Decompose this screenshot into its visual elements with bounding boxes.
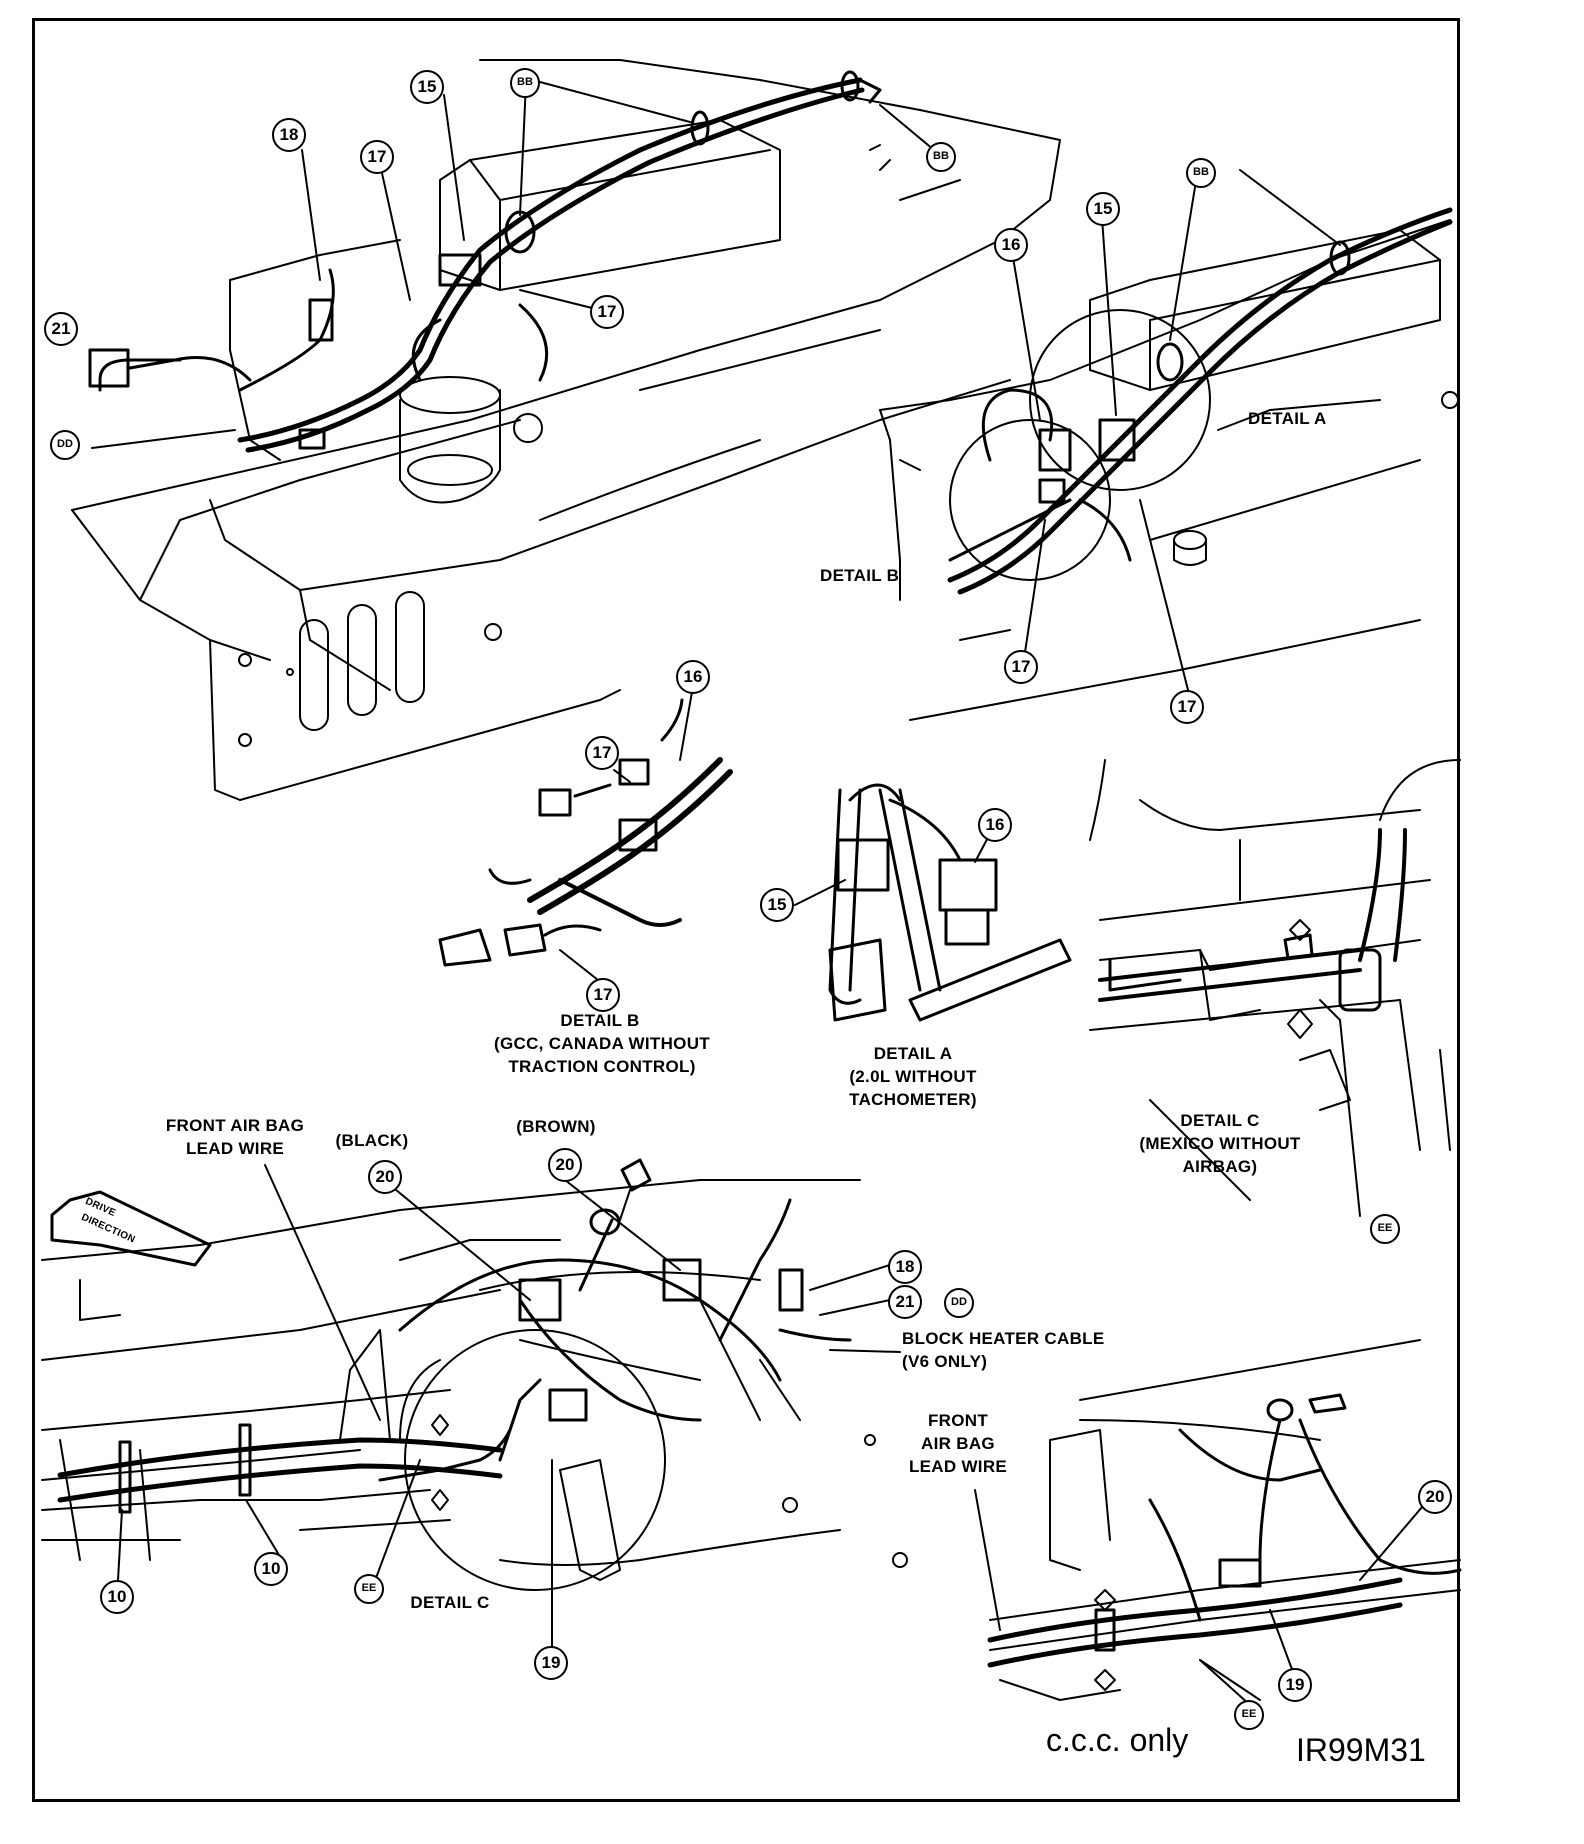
detail-c-drawing	[1089, 759, 1461, 1217]
callout-15: 15	[760, 888, 794, 922]
detail-b-indicator-label: DETAIL B	[820, 566, 900, 585]
callout-bb: BB	[1186, 158, 1216, 188]
callout-dd: DD	[944, 1288, 974, 1318]
callout-19: 19	[534, 1646, 568, 1680]
callout-17: 17	[360, 140, 394, 174]
detail-a-title: DETAIL A	[873, 1044, 953, 1063]
callout-18: 18	[888, 1250, 922, 1284]
detail-a-drawing	[794, 783, 1072, 1022]
detail-a-subtitle-1: (2.0L WITHOUT	[849, 1067, 977, 1086]
ccc-only-note: c.c.c. only	[1046, 1722, 1189, 1758]
detail-b-title: DETAIL B	[560, 1011, 640, 1030]
detail-c-subtitle-2: AIRBAG)	[1182, 1157, 1258, 1176]
callout-17: 17	[585, 736, 619, 770]
figure-id: IR99M31	[1296, 1732, 1426, 1768]
front-airbag-lead-label-b3: LEAD WIRE	[908, 1457, 1008, 1476]
callout-dd: DD	[50, 430, 80, 460]
callout-19: 19	[1278, 1668, 1312, 1702]
callout-16: 16	[676, 660, 710, 694]
block-heater-cable-label-1: BLOCK HEATER CABLE	[902, 1329, 1105, 1348]
callout-20: 20	[1418, 1480, 1452, 1514]
callout-17: 17	[1004, 650, 1038, 684]
top-right-engine-bay-view	[879, 169, 1459, 721]
detail-a-indicator-label: DETAIL A	[1248, 409, 1327, 428]
callout-10: 10	[100, 1580, 134, 1614]
callout-17: 17	[586, 978, 620, 1012]
front-airbag-lead-label-b2: AIR BAG	[921, 1434, 995, 1453]
callout-16: 16	[978, 808, 1012, 842]
block-heater-cable-label-2: (V6 ONLY)	[902, 1352, 988, 1371]
detail-b-subtitle-2: TRACTION CONTROL)	[508, 1057, 696, 1076]
detail-c-title: DETAIL C	[1180, 1111, 1260, 1130]
brown-wire-label: (BROWN)	[516, 1117, 596, 1136]
front-airbag-lead-label-b1: FRONT	[927, 1411, 989, 1430]
callout-20: 20	[368, 1160, 402, 1194]
detail-c-subtitle-1: (MEXICO WITHOUT	[1139, 1134, 1301, 1153]
black-wire-label: (BLACK)	[335, 1131, 409, 1150]
detail-a-subtitle-2: TACHOMETER)	[849, 1090, 977, 1109]
callout-17: 17	[1170, 690, 1204, 724]
top-left-engine-bay-view	[71, 59, 1061, 801]
callout-ee: EE	[354, 1574, 384, 1604]
callout-15: 15	[410, 70, 444, 104]
figure-frame	[32, 18, 1460, 1802]
bottom-right-ccc-view	[974, 1339, 1462, 1706]
detail-c-indicator-label: DETAIL C	[410, 1593, 490, 1612]
callout-16: 16	[994, 228, 1028, 262]
callout-17: 17	[590, 295, 624, 329]
callout-21: 21	[44, 312, 78, 346]
detail-b-subtitle-1: (GCC, CANADA WITHOUT	[494, 1034, 710, 1053]
callout-15: 15	[1086, 192, 1120, 226]
callout-ee: EE	[1370, 1214, 1400, 1244]
callout-10: 10	[254, 1552, 288, 1586]
callout-20: 20	[548, 1148, 582, 1182]
front-airbag-lead-label-1: FRONT AIR BAG	[165, 1116, 305, 1135]
detail-b-drawing	[438, 691, 733, 981]
front-airbag-lead-label-2: LEAD WIRE	[185, 1139, 285, 1158]
callout-ee: EE	[1234, 1700, 1264, 1730]
bottom-left-engine-bay-view	[41, 1158, 908, 1649]
callout-18: 18	[272, 118, 306, 152]
callout-bb: BB	[926, 142, 956, 172]
callout-21: 21	[888, 1285, 922, 1319]
callout-bb: BB	[510, 68, 540, 98]
